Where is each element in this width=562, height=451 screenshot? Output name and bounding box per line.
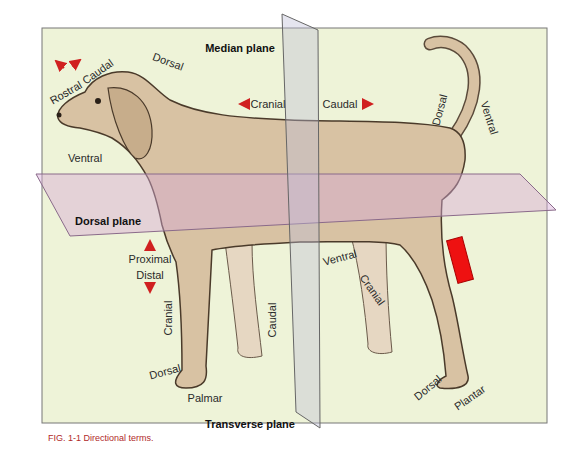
direction-label: Proximal [129,254,172,265]
plane-label: Dorsal plane [75,216,141,227]
plane-label: Transverse plane [205,419,295,430]
direction-label: Distal [136,270,164,281]
red-marker [447,237,474,284]
far-foreleg [225,242,262,358]
plane-label: Median plane [205,43,275,54]
direction-label: Ventral [68,153,102,164]
dog-nose [57,113,62,118]
direction-label: Cranial [251,99,286,110]
direction-arrow [149,284,151,292]
direction-arrow [240,103,248,105]
direction-arrow [149,241,151,249]
dog-eye [95,98,101,104]
transverse-plane [282,14,320,428]
dog-ear [108,88,152,159]
tail [430,42,474,136]
direction-label: Palmar [188,393,223,404]
direction-arrow [56,61,64,68]
direction-label: Cranial [163,301,174,336]
far-hindleg [350,230,392,354]
direction-label: Caudal [267,303,278,338]
direction-arrow [72,60,80,66]
direction-label: Caudal [323,99,358,110]
tail-outline [430,42,474,136]
direction-arrow [364,103,372,105]
figure-caption: FIG. 1-1 Directional terms. [48,433,154,443]
